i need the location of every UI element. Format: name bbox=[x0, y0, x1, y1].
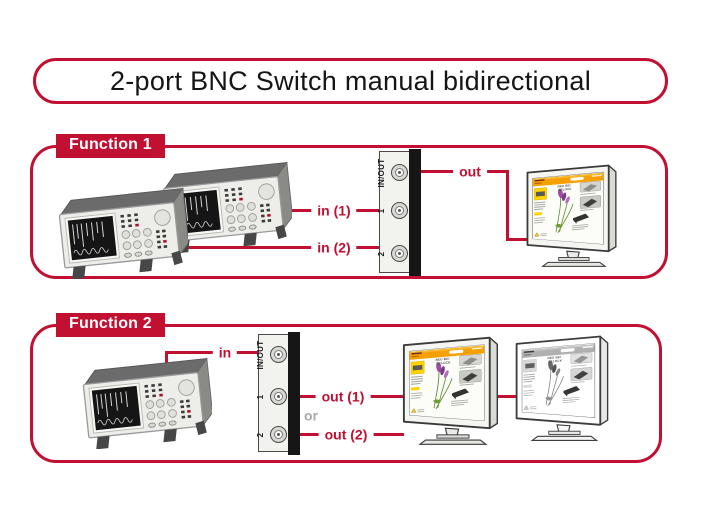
port-label-inout: IN/OUT bbox=[377, 158, 386, 188]
wire-monitor-link bbox=[495, 395, 522, 398]
monitor-2-active: NEU BEI DELOCK bbox=[399, 332, 505, 449]
wire-out-v bbox=[506, 170, 509, 241]
function2-badge: Function 2 bbox=[56, 313, 165, 338]
port-label-1: 1 bbox=[256, 394, 265, 400]
port-label-1: 1 bbox=[377, 208, 386, 214]
wire-label-out1: out (1) bbox=[315, 388, 371, 406]
port-label-inout: IN/OUT bbox=[256, 340, 265, 370]
bnc-connector-icon bbox=[391, 202, 408, 219]
bnc-port-2: 2 bbox=[377, 245, 410, 263]
wire-in2 bbox=[172, 246, 380, 249]
bnc-port-inout: IN/OUT bbox=[256, 341, 289, 369]
wire-label-in1: in (1) bbox=[311, 202, 357, 220]
port-label-2: 2 bbox=[377, 251, 386, 257]
screen-promo-line2: DELOCK bbox=[558, 187, 572, 192]
wire-out-h2 bbox=[506, 238, 531, 241]
wire-label-out: out bbox=[453, 163, 487, 181]
screen-promo-line1: NEU BEI bbox=[548, 355, 562, 360]
port-label-2: 2 bbox=[256, 432, 265, 438]
bnc-port-2: 2 bbox=[256, 426, 289, 444]
bnc-connector-icon bbox=[391, 164, 408, 181]
bnc-connector-icon bbox=[270, 388, 287, 405]
monitor-1: NEU BEI DELOCK bbox=[523, 160, 623, 271]
bnc-connector-icon bbox=[391, 245, 408, 262]
screen-promo-line1: NEU BEI bbox=[436, 357, 450, 362]
bnc-port-inout: IN/OUT bbox=[377, 159, 410, 187]
bnc-switch-1: IN/OUT 1 2 bbox=[377, 149, 421, 276]
switch-side-panel bbox=[409, 149, 421, 276]
screen-promo-line2: DELOCK bbox=[548, 359, 562, 364]
page-title: 2-port BNC Switch manual bidirectional bbox=[33, 58, 668, 104]
bnc-port-1: 1 bbox=[377, 202, 410, 220]
bnc-connector-icon bbox=[270, 346, 287, 363]
screen-promo-line2: DELOCK bbox=[436, 360, 451, 365]
switch-side-panel bbox=[288, 332, 300, 455]
screen-promo-line1: NEU BEI bbox=[557, 183, 570, 188]
wire-label-out2: out (2) bbox=[318, 426, 374, 444]
bnc-port-1: 1 bbox=[256, 388, 289, 406]
oscilloscope-single bbox=[82, 357, 212, 449]
bnc-switch-2: IN/OUT 1 2 bbox=[256, 332, 300, 455]
oscilloscope-front bbox=[58, 187, 188, 279]
wire-label-in: in bbox=[212, 344, 238, 362]
bnc-connector-icon bbox=[270, 426, 287, 443]
or-label: or bbox=[304, 407, 318, 424]
function1-badge: Function 1 bbox=[56, 134, 165, 159]
wire-label-in2: in (2) bbox=[311, 239, 357, 257]
monitor-3-inactive: NEU BEI DELOCK bbox=[512, 331, 615, 445]
